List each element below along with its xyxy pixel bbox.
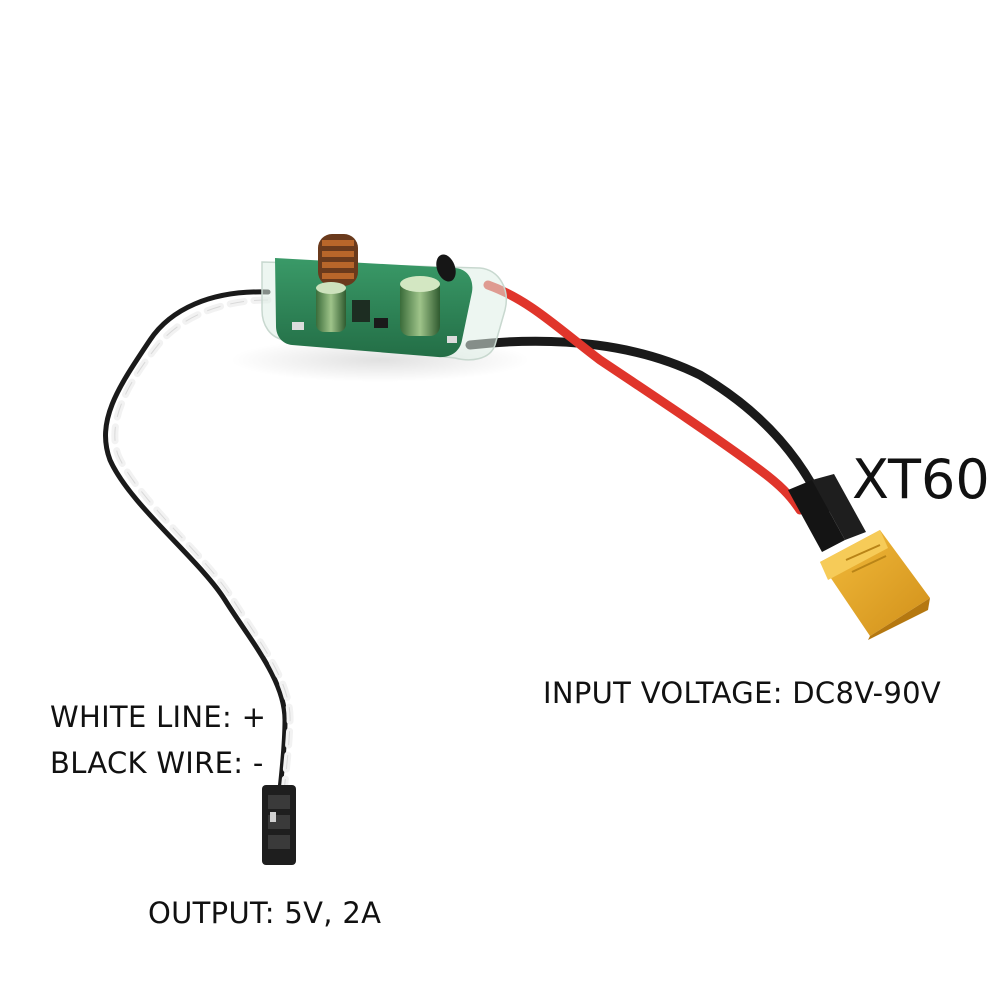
input-black-wire	[465, 336, 830, 515]
capacitor-left	[316, 282, 346, 332]
white-line-label: WHITE LINE: +	[50, 700, 267, 734]
xt60-label: XT60	[852, 448, 990, 511]
xt60-connector	[820, 530, 930, 640]
inductor	[318, 234, 358, 286]
output-connector	[262, 785, 296, 865]
black-wire-label: BLACK WIRE: -	[50, 746, 264, 780]
input-red-wire	[483, 280, 805, 515]
capacitor-right	[400, 276, 440, 336]
output-label: OUTPUT: 5V, 2A	[148, 896, 382, 930]
output-black-wire	[103, 289, 288, 793]
input-voltage-label: INPUT VOLTAGE: DC8V-90V	[543, 676, 942, 710]
